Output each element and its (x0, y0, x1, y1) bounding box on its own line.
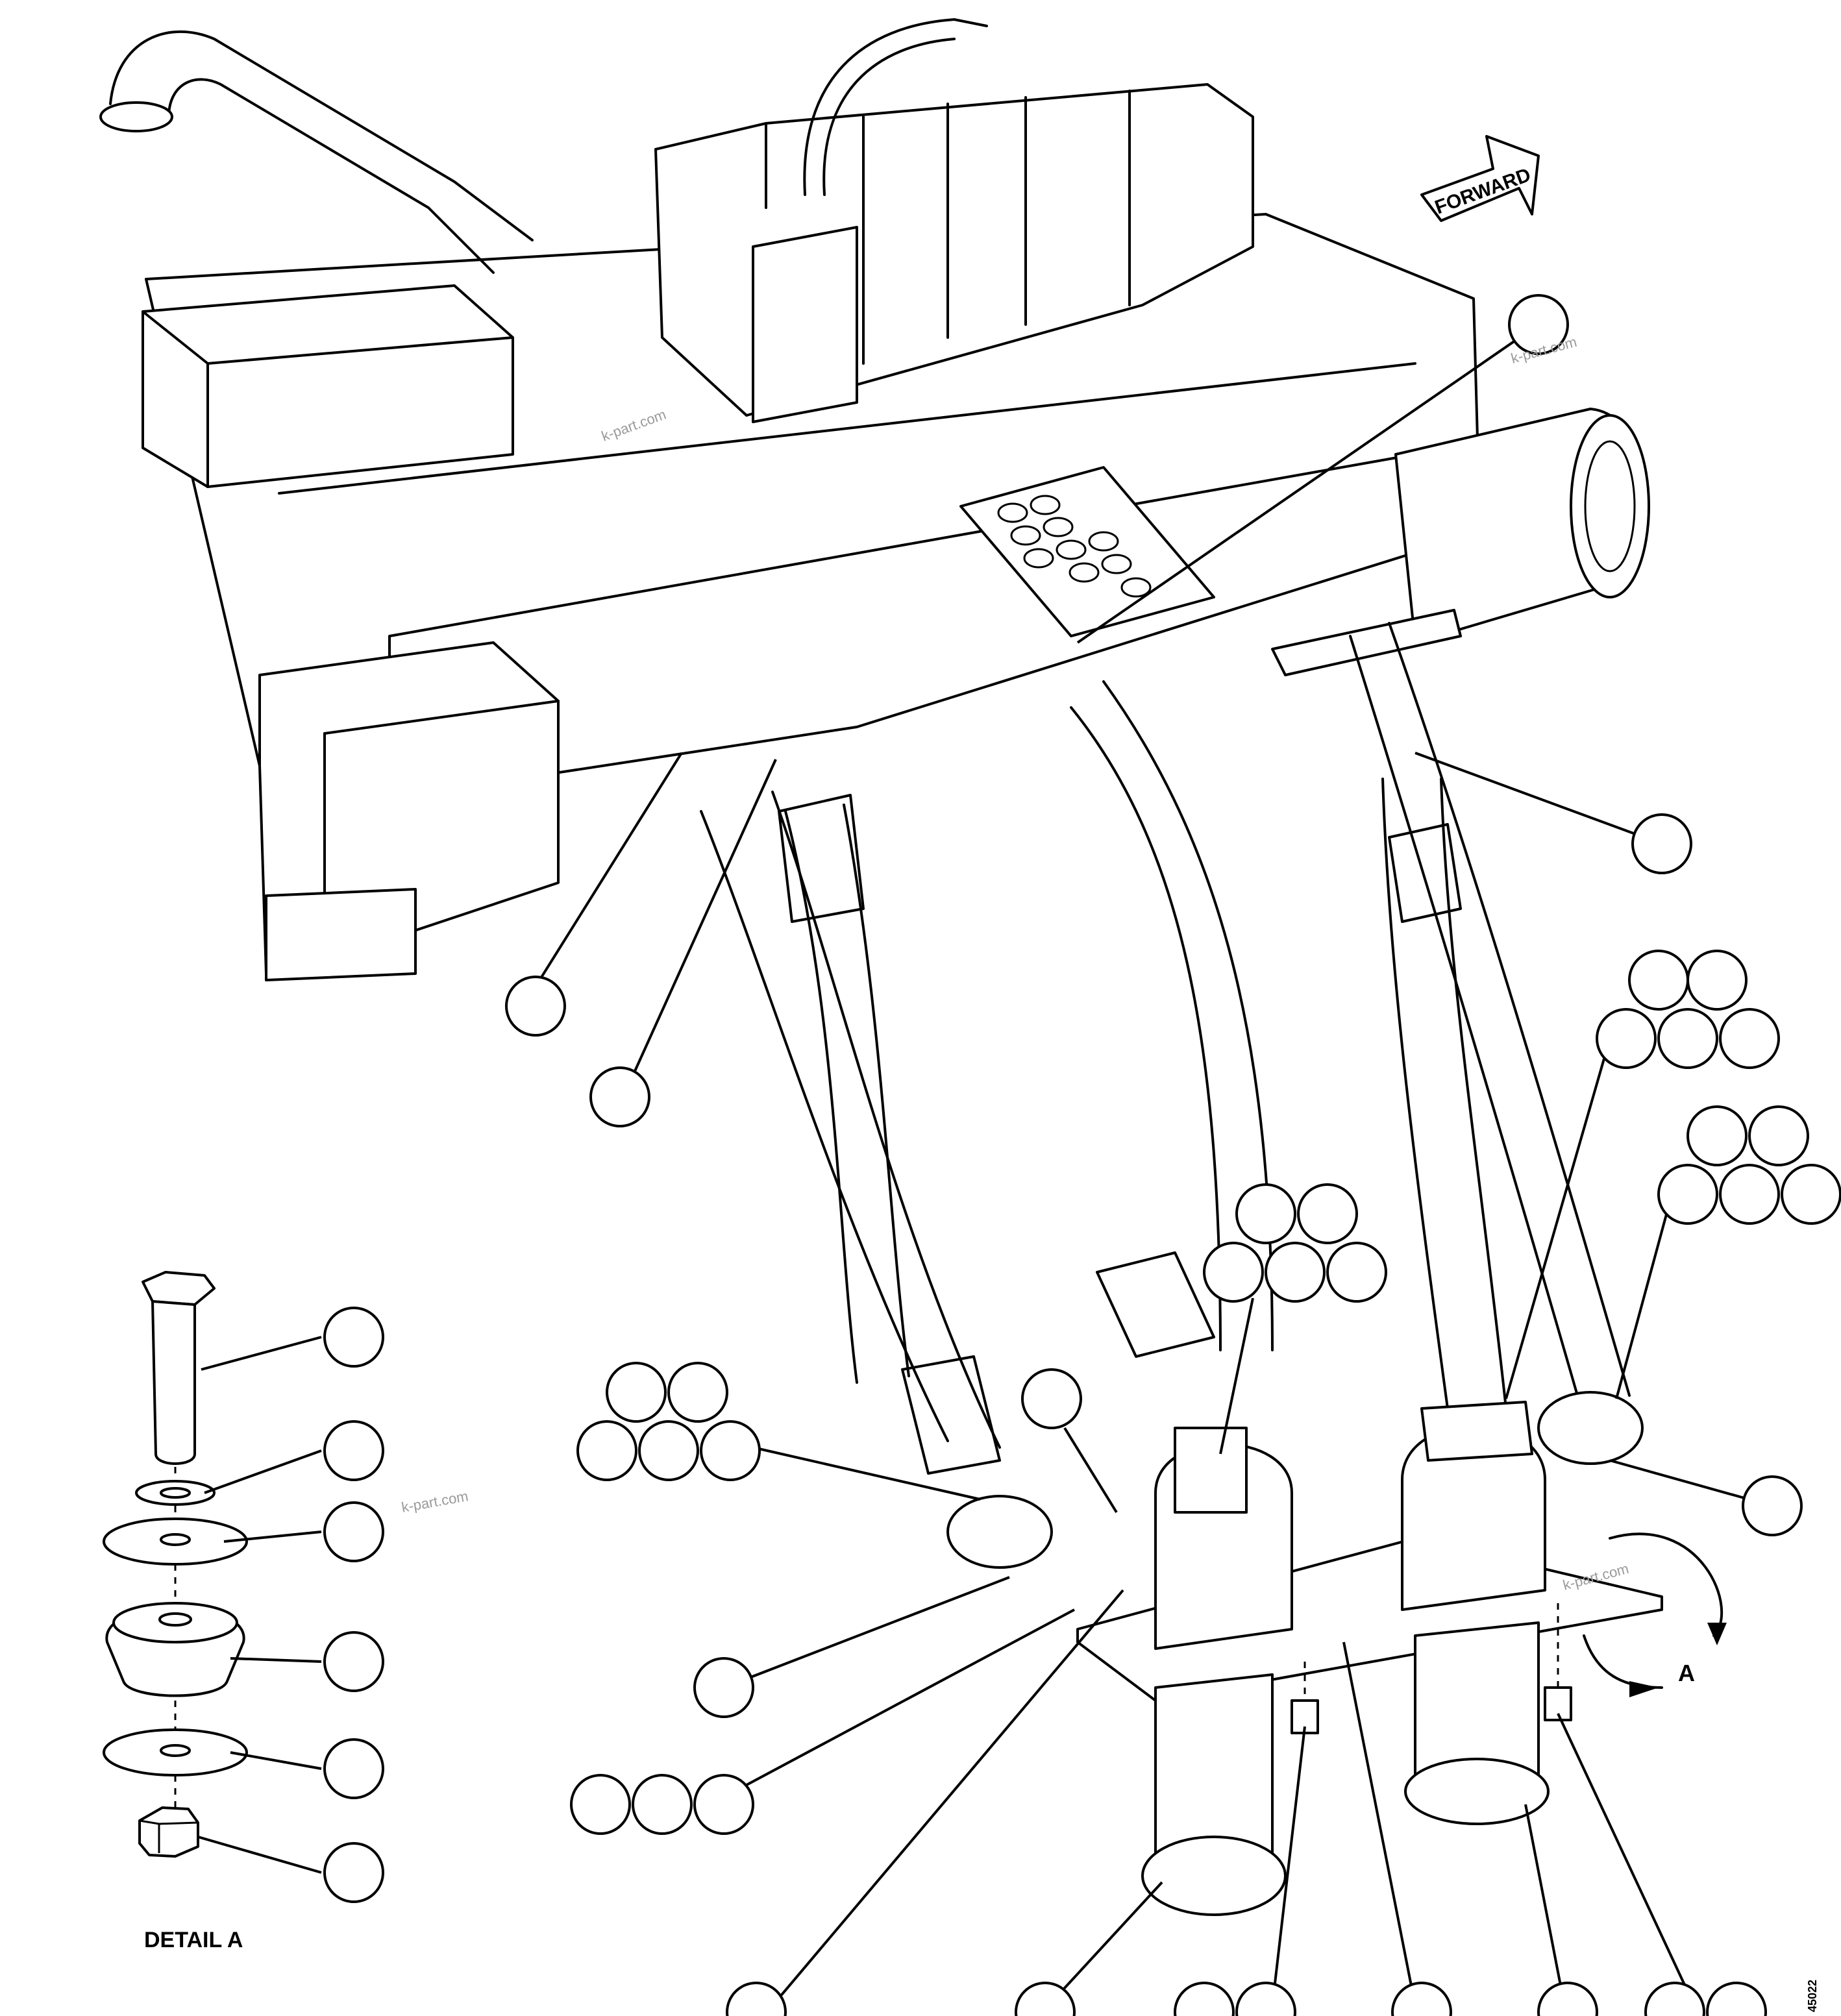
callout-bubble (570, 1774, 631, 1835)
callout-bubble (1537, 1982, 1598, 2016)
callout-bubble (589, 1066, 650, 1127)
callout-bubble (1657, 1164, 1718, 1225)
forward-arrow-icon: FORWARD (1420, 135, 1540, 222)
callout-bubble (323, 1307, 384, 1368)
callout-bubble (1748, 1105, 1809, 1166)
callout-bubble (1265, 1242, 1326, 1303)
callout-bubble (323, 1420, 384, 1481)
callout-bubble (1631, 813, 1692, 874)
callout-bubble (1742, 1475, 1803, 1536)
callout-bubble (1687, 950, 1748, 1011)
callout-bubble (323, 1631, 384, 1692)
detail-a-title: DETAIL A (144, 1928, 243, 1952)
detail-a-marker: A (1678, 1660, 1695, 1686)
callout-bubble (1235, 1183, 1296, 1244)
callout-bubble (1706, 1982, 1767, 2016)
callout-bubble (1021, 1368, 1082, 1429)
main-frame-assembly (99, 18, 1650, 981)
watermark: k-part.com (401, 1488, 470, 1516)
callout-bubble (726, 1982, 787, 2016)
lower-valve-assembly (946, 1391, 1727, 1916)
callout-bubble (1326, 1242, 1387, 1303)
callout-bubble (700, 1420, 761, 1481)
callout-bubble (606, 1362, 667, 1423)
detail-a-hardware (103, 1271, 248, 1858)
callout-bubble (323, 1842, 384, 1903)
callout-bubble (323, 1738, 384, 1799)
callout-bubble (1015, 1982, 1076, 2016)
figure-number: 45022 (1806, 1980, 1819, 2012)
callout-bubble (1687, 1105, 1748, 1166)
callout-bubbles (323, 294, 1841, 2016)
callout-bubble (1508, 294, 1569, 355)
callout-bubble (1644, 1982, 1705, 2016)
callout-bubble (1297, 1183, 1358, 1244)
callout-bubble (1719, 1008, 1780, 1069)
callout-bubble (576, 1420, 637, 1481)
callout-bubble (632, 1774, 693, 1835)
watermark: k-part.com (599, 406, 668, 445)
callout-bubble (1657, 1008, 1718, 1069)
callout-bubble (1235, 1982, 1296, 2016)
callout-bubble (1203, 1242, 1264, 1303)
leader-lines (197, 323, 1773, 2007)
callout-bubble (667, 1362, 728, 1423)
callout-bubble (1174, 1982, 1235, 2016)
callout-bubble (1781, 1164, 1841, 1225)
callout-bubble (1628, 950, 1689, 1011)
callout-bubble (693, 1657, 754, 1718)
callout-bubble (693, 1774, 754, 1835)
callout-bubble (1391, 1982, 1452, 2016)
hydraulic-hoses (700, 622, 1631, 1475)
callout-bubble (1719, 1164, 1780, 1225)
callout-bubble (1596, 1008, 1657, 1069)
callout-bubble (638, 1420, 699, 1481)
callout-bubble (505, 976, 566, 1037)
callout-bubble (323, 1501, 384, 1562)
